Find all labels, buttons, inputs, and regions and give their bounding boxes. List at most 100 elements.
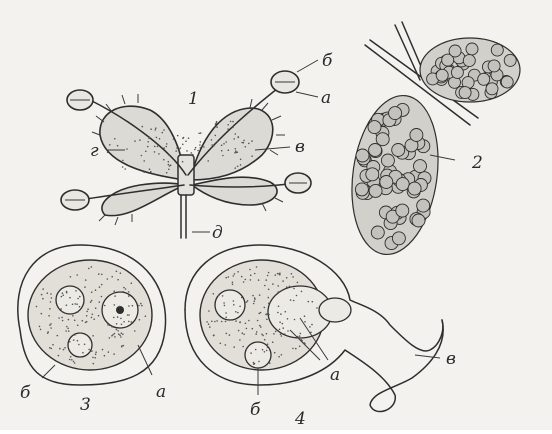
lower-left-lobe [102, 183, 185, 216]
cytoplasm-stipple [269, 362, 271, 364]
cytoplasm-stipple [245, 323, 247, 325]
cytoplasm-stipple [225, 141, 227, 143]
fig3-label-b: б [20, 383, 31, 403]
catkin-floret [392, 144, 405, 157]
catkin-floret [436, 69, 448, 81]
catkin-floret [501, 76, 513, 88]
cytoplasm-stipple [114, 304, 116, 306]
cytoplasm-stipple [153, 173, 155, 175]
cytoplasm-stipple [216, 320, 218, 322]
cytoplasm-stipple [200, 132, 202, 134]
cytoplasm-stipple [142, 126, 144, 128]
cytoplasm-stipple [258, 313, 260, 315]
cytoplasm-stipple [88, 349, 90, 351]
cytoplasm-stipple [154, 146, 156, 148]
cytoplasm-stipple [90, 301, 92, 303]
cytoplasm-stipple [150, 171, 152, 173]
cytoplasm-stipple [281, 335, 283, 337]
cytoplasm-stipple [163, 147, 165, 149]
cytoplasm-stipple [74, 303, 76, 305]
cytoplasm-stipple [197, 150, 199, 152]
cytoplasm-stipple [145, 315, 147, 317]
cytoplasm-stipple [272, 341, 274, 343]
cytoplasm-stipple [41, 294, 43, 296]
cytoplasm-stipple [297, 336, 299, 338]
cytoplasm-stipple [168, 164, 170, 166]
cytoplasm-stipple [147, 146, 149, 148]
cytoplasm-stipple [188, 137, 190, 139]
cytoplasm-stipple [225, 312, 227, 314]
cytoplasm-stipple [237, 151, 239, 153]
cytoplasm-stipple [50, 301, 52, 303]
cytoplasm-stipple [304, 315, 306, 317]
cytoplasm-stipple [88, 268, 90, 270]
cytoplasm-stipple [250, 352, 252, 354]
cytoplasm-stipple [240, 164, 242, 166]
cytoplasm-stipple [128, 321, 130, 323]
cytoplasm-stipple [268, 303, 270, 305]
cytoplasm-stipple [215, 135, 217, 137]
cytoplasm-stipple [122, 291, 124, 293]
cytoplasm-stipple [180, 147, 182, 149]
cytoplasm-stipple [275, 274, 277, 276]
cytoplasm-stipple [220, 343, 222, 345]
cytoplasm-stipple [163, 129, 165, 131]
cytoplasm-stipple [245, 279, 247, 281]
cytoplasm-stipple [114, 138, 116, 140]
cytoplasm-stipple [234, 167, 236, 169]
cytoplasm-stipple [116, 271, 118, 273]
fig1-label-g: г [90, 141, 99, 161]
cytoplasm-stipple [275, 331, 277, 333]
cytoplasm-stipple [159, 138, 161, 140]
cytoplasm-stipple [80, 332, 82, 334]
cytoplasm-stipple [50, 327, 52, 329]
cytoplasm-stipple [69, 297, 71, 299]
catkin-floret [371, 226, 384, 239]
cytoplasm-stipple [143, 171, 145, 173]
fig1-label-v: в [295, 137, 305, 157]
cytoplasm-stipple [282, 327, 284, 329]
cytoplasm-stipple [289, 286, 291, 288]
grain4-nucleus-2 [245, 342, 271, 368]
cytoplasm-stipple [223, 302, 225, 304]
cytoplasm-stipple [221, 145, 223, 147]
cytoplasm-stipple [76, 303, 78, 305]
cytoplasm-stipple [48, 315, 50, 317]
cytoplasm-stipple [267, 275, 269, 277]
cytoplasm-stipple [62, 311, 64, 313]
cytoplasm-stipple [195, 147, 197, 149]
cytoplasm-stipple [245, 146, 247, 148]
cytoplasm-stipple [140, 303, 142, 305]
catkin-floret [380, 176, 393, 189]
cytoplasm-stipple [58, 317, 60, 319]
cytoplasm-stipple [139, 139, 141, 141]
cytoplasm-stipple [243, 281, 245, 283]
pollen-grain-4: б 4 а в [185, 245, 456, 429]
cytoplasm-stipple [123, 287, 125, 289]
cytoplasm-stipple [304, 343, 306, 345]
cytoplasm-stipple [51, 348, 53, 350]
cytoplasm-stipple [131, 282, 133, 284]
cytoplasm-stipple [182, 161, 184, 163]
cytoplasm-stipple [86, 315, 88, 317]
catkin-floret [389, 107, 402, 120]
cytoplasm-stipple [223, 143, 225, 145]
cytoplasm-stipple [166, 172, 168, 174]
cytoplasm-stipple [113, 317, 115, 319]
cytoplasm-stipple [235, 320, 237, 322]
cytoplasm-stipple [233, 138, 235, 140]
cytoplasm-stipple [141, 305, 143, 307]
cytoplasm-stipple [123, 345, 125, 347]
catkin-floret [369, 184, 382, 197]
cytoplasm-stipple [206, 321, 208, 323]
cytoplasm-stipple [101, 296, 103, 298]
cytoplasm-stipple [68, 330, 70, 332]
cytoplasm-stipple [240, 159, 242, 161]
cytoplasm-stipple [266, 319, 268, 321]
cytoplasm-stipple [177, 135, 179, 137]
cytoplasm-stipple [265, 279, 267, 281]
cytoplasm-stipple [98, 315, 100, 317]
cytoplasm-stipple [233, 304, 235, 306]
cytoplasm-stipple [229, 334, 231, 336]
cytoplasm-stipple [242, 332, 244, 334]
